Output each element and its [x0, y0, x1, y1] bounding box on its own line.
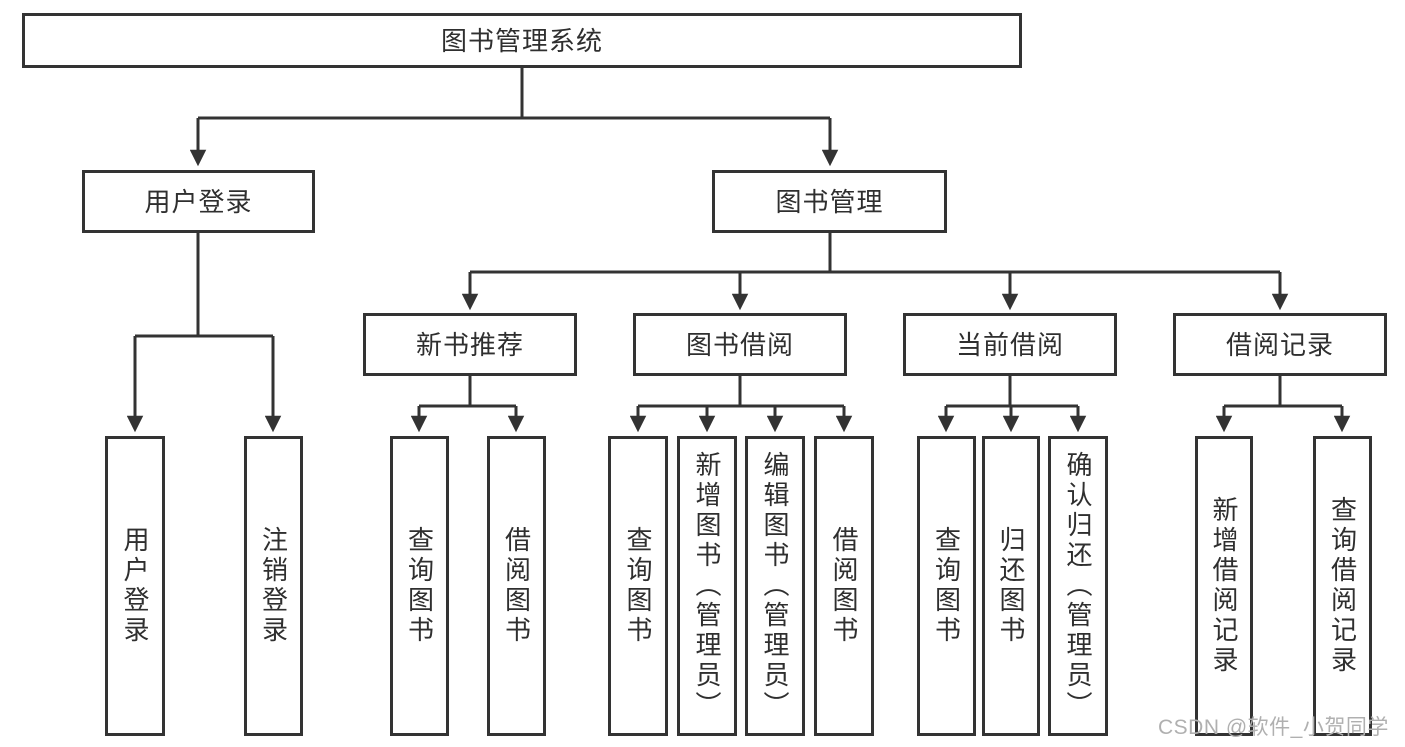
leaf-edit-book-admin-label: 编辑图书（管理员） — [760, 451, 790, 721]
leaf-add-borrow-record-label: 新增借阅记录 — [1209, 496, 1239, 676]
leaf-logout-login: 注销登录 — [244, 436, 303, 736]
leaf-logout-login-label: 注销登录 — [258, 526, 289, 646]
leaf-return-books-label: 归还图书 — [996, 526, 1026, 646]
node-user-login-label: 用户登录 — [144, 186, 253, 217]
leaf-user-login-label: 用户登录 — [120, 526, 150, 646]
leaf-query-borrow-record: 查询借阅记录 — [1313, 436, 1372, 736]
leaf-query-borrow-record-label: 查询借阅记录 — [1327, 496, 1358, 676]
node-borrow-records-label: 借阅记录 — [1225, 329, 1334, 360]
leaf-borrow-books-1-label: 借阅图书 — [501, 526, 532, 646]
node-current-borrow: 当前借阅 — [903, 313, 1117, 376]
leaf-borrow-books-2: 借阅图书 — [814, 436, 874, 736]
node-new-book-recommend: 新书推荐 — [363, 313, 577, 376]
node-borrow-records: 借阅记录 — [1173, 313, 1387, 376]
node-book-management: 图书管理 — [712, 170, 947, 233]
leaf-add-book-admin: 新增图书（管理员） — [677, 436, 737, 736]
node-book-borrow: 图书借阅 — [633, 313, 847, 376]
leaf-query-books-3: 查询图书 — [917, 436, 976, 736]
leaf-user-login: 用户登录 — [105, 436, 165, 736]
node-user-login: 用户登录 — [82, 170, 315, 233]
leaf-borrow-books-1: 借阅图书 — [487, 436, 546, 736]
leaf-add-book-admin-label: 新增图书（管理员） — [692, 451, 722, 721]
csdn-watermark: CSDN @软件_小贺同学 — [1158, 716, 1389, 739]
leaf-query-books-2: 查询图书 — [608, 436, 668, 736]
leaf-query-books-1: 查询图书 — [390, 436, 449, 736]
leaf-query-books-3-label: 查询图书 — [931, 526, 962, 646]
leaf-return-books: 归还图书 — [982, 436, 1040, 736]
node-library-system: 图书管理系统 — [22, 13, 1022, 68]
node-library-system-label: 图书管理系统 — [440, 25, 603, 56]
node-new-book-recommend-label: 新书推荐 — [415, 329, 524, 360]
leaf-query-books-2-label: 查询图书 — [623, 526, 653, 646]
leaf-borrow-books-2-label: 借阅图书 — [829, 526, 859, 646]
node-current-borrow-label: 当前借阅 — [955, 329, 1064, 360]
leaf-add-borrow-record: 新增借阅记录 — [1195, 436, 1253, 736]
leaf-confirm-return-admin: 确认归还（管理员） — [1048, 436, 1108, 736]
leaf-confirm-return-admin-label: 确认归还（管理员） — [1063, 451, 1093, 721]
node-book-borrow-label: 图书借阅 — [685, 329, 794, 360]
leaf-edit-book-admin: 编辑图书（管理员） — [745, 436, 805, 736]
node-book-management-label: 图书管理 — [775, 186, 884, 217]
leaf-query-books-1-label: 查询图书 — [404, 526, 435, 646]
